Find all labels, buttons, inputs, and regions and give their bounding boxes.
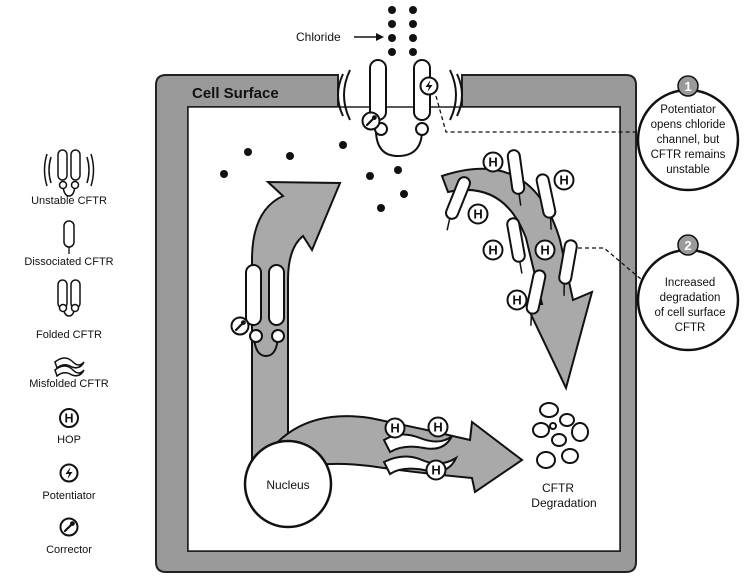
misfolded-cftr-icon — [54, 357, 85, 378]
potentiator-icon — [59, 463, 79, 483]
legend: Unstable CFTR Dissociated CFTR Folded CF… — [24, 149, 114, 556]
callout-1-number: 1 — [684, 79, 691, 94]
callout-1-line-1: Potentiator — [660, 104, 716, 116]
callout-1-line-4: CFTR remains — [651, 149, 726, 161]
degradation-label-line1: CFTR — [542, 481, 574, 495]
callout-1-leader — [435, 95, 640, 133]
callout-2-line-4: CFTR — [675, 322, 706, 334]
legend-unstable-cftr: Unstable CFTR — [31, 195, 107, 207]
legend-hop: HOP — [57, 434, 81, 446]
folded-cftr-icon — [57, 279, 81, 317]
degradation-arrow — [254, 415, 524, 494]
callout-2-line-2: degradation — [660, 292, 721, 304]
callout-2-leader — [578, 247, 643, 281]
nucleus-label: Nucleus — [266, 478, 309, 492]
dissociated-cftr-icon — [63, 220, 75, 254]
callout-1: 1 Potentiator opens chloride channel, bu… — [636, 75, 740, 192]
legend-potentiator: Potentiator — [42, 490, 96, 502]
callout-2-number: 2 — [684, 238, 691, 253]
hop-icon: H — [59, 408, 79, 428]
legend-dissociated-cftr: Dissociated CFTR — [24, 256, 113, 268]
cell-surface-label: Cell Surface — [192, 85, 279, 102]
legend-corrector: Corrector — [46, 544, 92, 556]
chloride-label: Chloride — [296, 30, 341, 44]
dissociated-cftr-hop — [445, 149, 578, 326]
chloride-dots — [388, 6, 417, 56]
corrector-icon — [59, 517, 79, 537]
callout-1-line-3: channel, but — [657, 134, 720, 146]
folded-cftr-trafficking — [230, 264, 285, 358]
unstable-cftr-icon — [43, 149, 95, 197]
misfolded-cftr-hop — [382, 416, 459, 481]
nucleus: Nucleus — [243, 439, 333, 529]
legend-folded-cftr: Folded CFTR — [36, 329, 102, 341]
degradation-label-line2: Degradation — [531, 496, 596, 510]
callout-2: 2 Increased degradation of cell surface … — [636, 234, 740, 352]
hop-icon-symbol: H — [64, 412, 73, 426]
callout-2-line-1: Increased — [665, 277, 716, 289]
legend-misfolded-cftr: Misfolded CFTR — [29, 378, 109, 390]
surface-cftr-channel — [337, 59, 463, 158]
callout-1-line-5: unstable — [666, 164, 709, 176]
trafficking-arrow — [251, 180, 342, 462]
cell-membrane — [155, 74, 637, 573]
callout-2-badge — [677, 234, 699, 256]
intracellular-chloride — [220, 141, 408, 212]
degraded-cftr-fragments — [532, 402, 589, 469]
callout-2-line-3: of cell surface — [655, 307, 726, 319]
callout-1-badge — [677, 75, 699, 97]
callout-1-line-2: opens chloride — [651, 119, 726, 131]
